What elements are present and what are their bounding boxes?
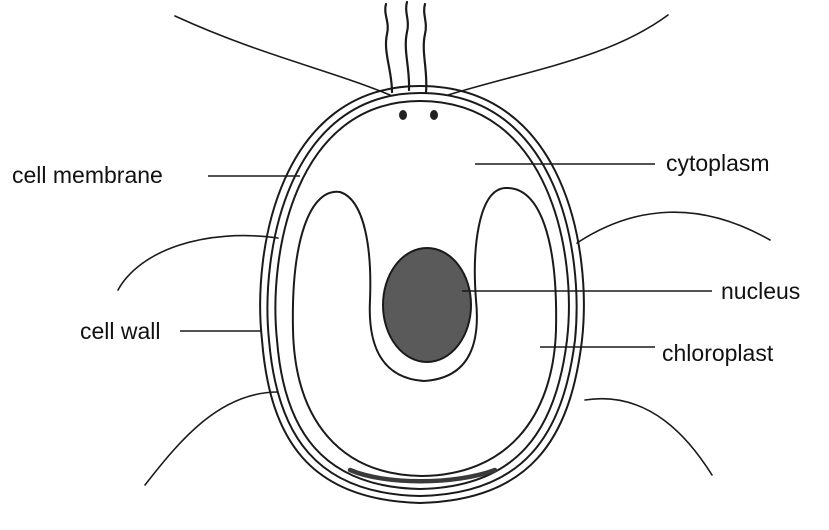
flagellum-middle xyxy=(406,2,409,90)
hair-top-left xyxy=(175,16,390,95)
hair-mid-right xyxy=(577,212,770,243)
label-cell-membrane: cell membrane xyxy=(12,162,163,188)
nucleus xyxy=(383,248,471,362)
label-nucleus: nucleus xyxy=(721,278,800,304)
hair-mid-left xyxy=(118,236,278,290)
label-cytoplasm: cytoplasm xyxy=(666,150,770,176)
flagellum-right xyxy=(424,4,427,92)
flagellum-left xyxy=(385,4,392,92)
eyespot-left xyxy=(399,110,407,120)
hair-top-right xyxy=(448,15,668,95)
hair-bottom-left xyxy=(145,392,278,485)
hair-bottom-right xyxy=(585,399,712,475)
label-cell-wall: cell wall xyxy=(80,318,161,344)
cell-hairs xyxy=(118,15,770,485)
label-chloroplast: chloroplast xyxy=(662,340,773,366)
eyespot-right xyxy=(430,110,438,120)
flagella xyxy=(385,2,426,92)
